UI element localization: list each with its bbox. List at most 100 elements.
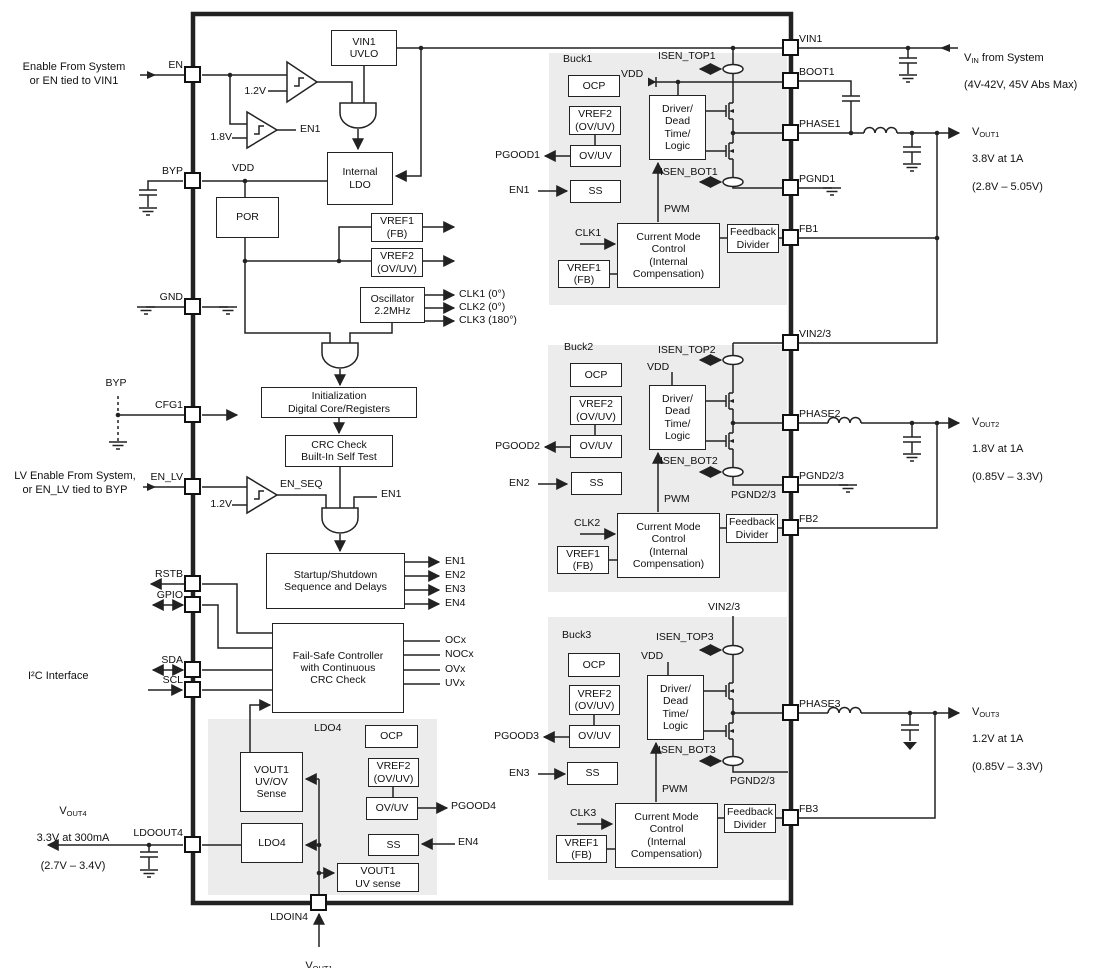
buck3-cmc-block: Current Mode Control (Internal Compensat… [615,803,718,868]
pin-vin1 [782,39,799,56]
buck1-en-label: EN1 [509,184,530,196]
pin-label-byp: BYP [161,165,183,177]
pin-phase3 [782,704,799,721]
buck2-clk-label: CLK2 [574,517,601,529]
buck1-clk-label: CLK1 [575,227,602,239]
pin-label-boot1: BOOT1 [799,66,835,78]
pin-cfg1 [184,406,201,423]
pin-label-vin23: VIN2/3 [799,328,832,340]
pin-label-pgnd23: PGND2/3 [799,470,844,482]
buck1-pgood-label: PGOOD1 [495,149,540,161]
pin-label-phase1: PHASE1 [799,118,841,130]
clk2-out-label: CLK2 (0°) [459,301,506,313]
buck2-driver-block: Driver/ Dead Time/ Logic [649,385,706,450]
buck3-pgnd-label: PGND2/3 [730,775,775,787]
vout1-annotation: VOUT1 3.8V at 1A (2.8V – 5.05V) [972,125,1043,193]
ref-1v2-en-label: 1.2V [244,85,266,97]
buck1-cmc-block: Current Mode Control (Internal Compensat… [617,223,720,288]
ldo4-vref2-block: VREF2 (OV/UV) [368,758,419,787]
buck3-pgood-label: PGOOD3 [494,730,539,742]
ldo4-title: LDO4 [314,722,342,734]
pin-boot1 [782,72,799,89]
ldo4-uv-sense-block: VOUT1 UV sense [337,863,419,892]
clk1-out-label: CLK1 (0°) [459,288,506,300]
ldo4-pgood4-label: PGOOD4 [451,800,496,812]
pin-gnd [184,298,201,315]
en1-comparator-out-label: EN1 [300,123,321,135]
internal-ldo-block: Internal LDO [327,152,393,205]
pin-phase1 [782,124,799,141]
por-block: POR [216,197,279,238]
pin-label-phase2: PHASE2 [799,408,841,420]
buck3-en-label: EN3 [509,767,530,779]
buck2-vref1-block: VREF1 (FB) [557,546,609,574]
pin-label-gpio: GPIO [156,589,183,601]
en2-out-label: EN2 [445,569,466,581]
pin-byp [184,172,201,189]
en3-out-label: EN3 [445,583,466,595]
pin-rstb [184,575,201,592]
vout3-annotation: VOUT3 1.2V at 1A (0.85V – 3.3V) [972,705,1043,773]
pin-label-fb3: FB3 [799,803,819,815]
vin-system-annotation: VIN from System (4V-42V, 45V Abs Max) [964,51,1078,92]
pin-ldoin4 [310,894,327,911]
ldo4-ocp-block: OCP [365,725,418,748]
vout4-annotation: VOUT4 3.3V at 300mA (2.7V – 3.4V) [36,804,110,872]
buck3-vref2-block: VREF2 (OV/UV) [569,685,620,715]
ldo4-ldo-block: LDO4 [241,823,303,863]
pin-en [184,66,201,83]
buck1-ovuv-block: OV/UV [570,145,621,167]
initialization-block: Initialization Digital Core/Registers [261,387,417,418]
pin-label-gnd: GND [159,291,183,303]
pin-phase2 [782,414,799,431]
buck3-driver-block: Driver/ Dead Time/ Logic [647,675,704,740]
buck3-pwm-label: PWM [662,783,688,795]
buck2-pgnd-label: PGND2/3 [731,489,776,501]
pin-pgnd1 [782,179,799,196]
buck2-isen-bot-label: ISEN_BOT2 [660,455,718,467]
pin-en-lv [184,478,201,495]
en1-gate-in-label: EN1 [381,488,402,500]
vdd-label: VDD [232,162,255,174]
en-seq-label: EN_SEQ [280,478,323,490]
ref-1v8-label: 1.8V [210,131,232,143]
ovx-label: OVx [445,663,466,675]
buck1-vdd-label: VDD [621,68,644,80]
pin-label-sda: SDA [161,654,183,666]
startup-shutdown-block: Startup/Shutdown Sequence and Delays [266,553,405,609]
fail-safe-block: Fail-Safe Controller with Continuous CRC… [272,623,404,713]
vref1-fb-block: VREF1 (FB) [371,213,423,242]
buck3-ocp-block: OCP [568,653,620,677]
crc-check-block: CRC Check Built-In Self Test [285,435,393,467]
pin-sda [184,661,201,678]
ldo4-ss-block: SS [368,834,419,856]
buck2-pgood-label: PGOOD2 [495,440,540,452]
ocx-label: OCx [445,634,466,646]
ref-1v2-enlv-label: 1.2V [210,498,232,510]
buck1-vref1-block: VREF1 (FB) [558,260,610,288]
pin-label-pgnd1: PGND1 [799,173,836,185]
buck2-ss-block: SS [571,472,622,495]
pin-label-rstb: RSTB [154,568,183,580]
pin-label-cfg1: CFG1 [154,399,183,411]
buck3-feedback-divider-block: Feedback Divider [724,804,776,833]
ldo4-uvov-sense-block: VOUT1 UV/OV Sense [240,752,303,812]
pin-label-phase3: PHASE3 [799,698,841,710]
buck3-title: Buck3 [562,629,592,641]
buck2-en-label: EN2 [509,477,530,489]
ldo4-en4-label: EN4 [458,836,479,848]
pin-label-en-lv: EN_LV [150,471,184,483]
en-input-arrow [147,71,156,79]
nocx-label: NOCx [445,648,474,660]
buck1-vref2-block: VREF2 (OV/UV) [569,106,621,135]
buck3-isen-top-label: ISEN_TOP3 [656,631,714,643]
i2c-interface-annotation: I²C Interface [28,670,89,682]
pin-scl [184,681,201,698]
buck2-cmc-block: Current Mode Control (Internal Compensat… [617,513,720,578]
lv-enable-annotation: LV Enable From System, or EN_LV tied to … [14,470,136,496]
pin-pgnd23 [782,476,799,493]
vref2-ovuv-block: VREF2 (OV/UV) [371,248,423,277]
vout1-bottom-annotation: VOUT1 [305,959,332,968]
pin-fb1 [782,229,799,246]
pin-label-scl: SCL [162,674,183,686]
